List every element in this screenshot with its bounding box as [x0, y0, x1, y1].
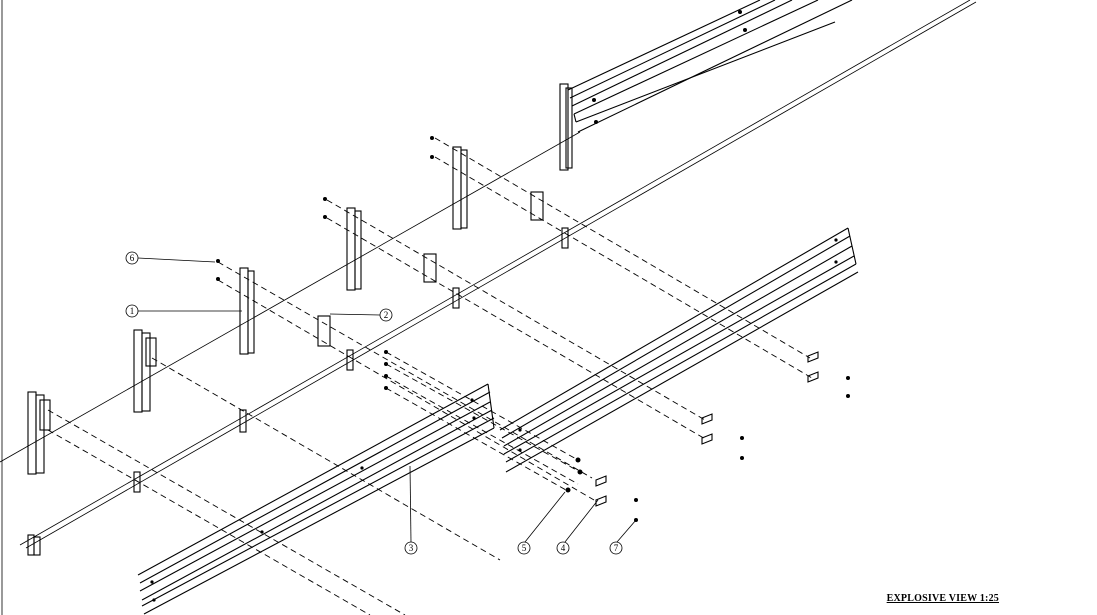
posts	[27, 146, 569, 556]
front-right-guardrail	[499, 227, 859, 473]
balloon-4: 4	[561, 543, 566, 553]
balloons: 6 1 2 3 5 4 7	[125, 251, 637, 555]
balloon-7: 7	[614, 543, 619, 553]
balloon-6: 6	[130, 253, 135, 263]
spacer-blocks	[39, 191, 544, 431]
washers	[595, 351, 819, 507]
bolts	[216, 136, 850, 522]
balloon-3: 3	[409, 543, 414, 553]
balloon-2: 2	[384, 310, 389, 320]
assembly-lines	[47, 137, 813, 615]
front-left-guardrail	[137, 383, 495, 615]
splice-bolts	[384, 350, 583, 493]
balloon-5: 5	[522, 543, 527, 553]
view-caption: EXPLOSIVE VIEW 1:25	[886, 593, 999, 604]
ground-lines	[0, 0, 977, 615]
upper-guardrail	[559, 0, 853, 171]
balloon-1: 1	[130, 306, 135, 316]
